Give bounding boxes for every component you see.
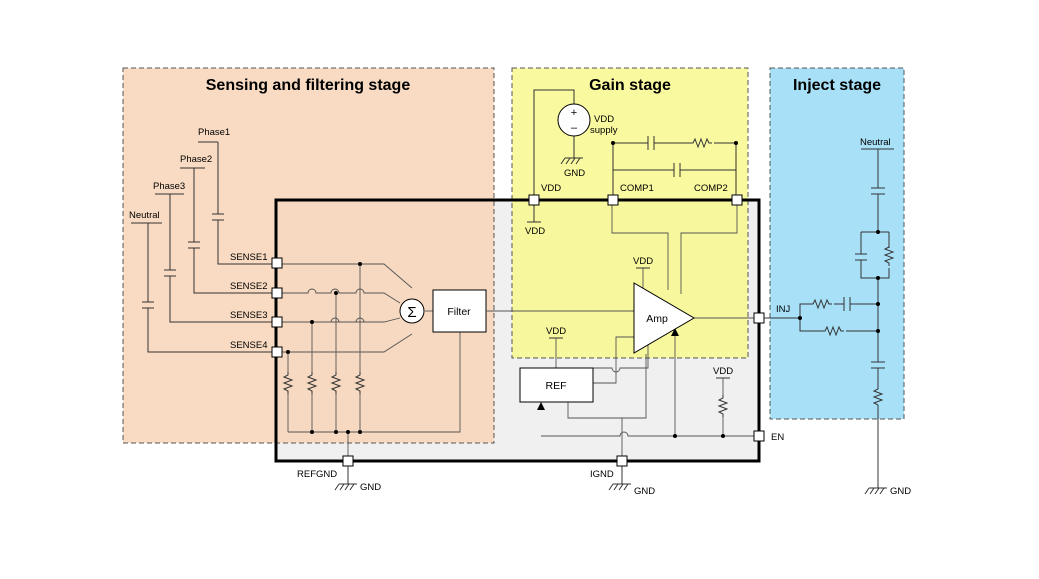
sense-pins: [271, 257, 283, 358]
comp2-pin: [731, 194, 743, 206]
ignd-gnd-label: GND: [634, 486, 655, 497]
vdd-supply-source: [557, 103, 591, 137]
vdd-pin-label: VDD: [541, 183, 561, 194]
ignd-label: IGND: [590, 469, 614, 480]
neutral-label-inject: Neutral: [860, 137, 891, 148]
sense1-label: SENSE1: [230, 252, 268, 263]
sense3-pin: [271, 316, 283, 328]
en-pullup-junction: [721, 434, 725, 438]
ignd-ground-icon: [608, 483, 632, 491]
filter-block: [432, 289, 487, 333]
ref-enable-arrow: [537, 402, 545, 410]
sense-internal-traces: [282, 263, 461, 461]
neutral-label-sense: Neutral: [129, 210, 160, 221]
comp2-label: COMP2: [694, 183, 728, 194]
sense-junction-dots: [286, 262, 362, 434]
refgnd-label: REFGND: [297, 469, 337, 480]
summing-node: [399, 298, 425, 324]
sense2-pin: [271, 287, 283, 299]
vdd-internal-label: VDD: [525, 226, 545, 237]
ignd-pin: [616, 455, 628, 467]
sense-input-wiring: [131, 141, 276, 353]
ic-border: [274, 198, 761, 463]
comp1-junction: [611, 141, 615, 145]
phase2-label: Phase2: [180, 154, 212, 165]
amp-label: Amp: [646, 313, 668, 325]
sense4-label: SENSE4: [230, 340, 268, 351]
ref-block: [519, 367, 594, 403]
sensing-stage-title: Sensing and filtering stage: [206, 77, 411, 94]
inject-stage-wiring: [764, 148, 894, 488]
inj-pin: [753, 312, 765, 324]
en-junction: [673, 434, 677, 438]
supply-vdd-label: VDD: [594, 114, 614, 125]
supply-plus: +: [571, 107, 577, 119]
sensing-stage-box: [122, 67, 495, 444]
en-label: EN: [771, 432, 784, 443]
refgnd-gnd-label: GND: [360, 482, 381, 493]
sense4-pin: [271, 346, 283, 358]
refgnd-pin: [342, 455, 354, 467]
inj-label: INJ: [776, 304, 791, 315]
ref-vdd-label: VDD: [546, 326, 566, 337]
filter-label: Filter: [447, 306, 471, 318]
gain-stage-wiring: [486, 89, 755, 456]
comp1-pin: [607, 194, 619, 206]
sense2-label: SENSE2: [230, 281, 268, 292]
amp-vdd-label: VDD: [633, 256, 653, 267]
en-vdd-label: VDD: [713, 366, 733, 377]
vdd-pin: [528, 194, 540, 206]
inject-junction-dots: [798, 230, 880, 333]
comp2-junction: [734, 141, 738, 145]
summing-symbol: Σ: [407, 304, 416, 321]
inject-stage-box: [769, 67, 905, 420]
comp1-label: COMP1: [620, 183, 654, 194]
sense1-pin: [271, 257, 283, 269]
gain-stage-title: Gain stage: [589, 77, 671, 94]
inject-gnd-label: GND: [890, 486, 911, 497]
ref-label: REF: [546, 380, 567, 392]
amp-enable-arrow: [671, 328, 679, 336]
amp-block: [633, 282, 695, 354]
inject-ground-icon: [864, 487, 888, 495]
phase3-label: Phase3: [153, 181, 185, 192]
supply-gnd-label: GND: [564, 168, 585, 179]
sense3-label: SENSE3: [230, 310, 268, 321]
inject-stage-title: Inject stage: [793, 77, 881, 94]
phase1-label: Phase1: [198, 127, 230, 138]
supply-label: supply: [590, 125, 618, 136]
gain-stage-box: [511, 67, 749, 359]
supply-minus: –: [571, 122, 578, 134]
en-pin: [753, 430, 765, 442]
refgnd-ground-icon: [334, 483, 358, 491]
